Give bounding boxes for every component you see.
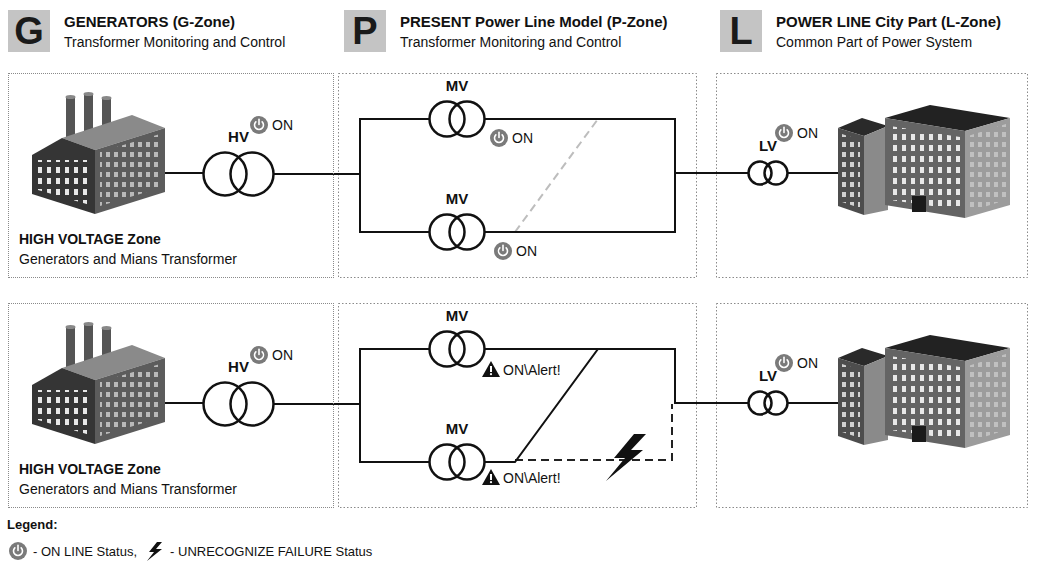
transformer: LV bbox=[746, 367, 790, 417]
zone-panel: HIGH VOLTAGE ZoneGenerators and Mians Tr… bbox=[8, 303, 334, 508]
power-line bbox=[274, 119, 429, 174]
zone-letter-box: LPOWER LINE City Part (L-Zone)Common Par… bbox=[720, 10, 762, 52]
status-label: ON bbox=[271, 347, 294, 363]
legend-swatch bbox=[8, 540, 28, 562]
online-icon bbox=[250, 116, 268, 134]
zone-heading: HIGH VOLTAGE Zone bbox=[19, 461, 161, 477]
transformer-label: LV bbox=[736, 367, 800, 385]
online-icon bbox=[775, 124, 793, 142]
zone-panel: HIGH VOLTAGE ZoneGenerators and Mians Tr… bbox=[8, 73, 334, 278]
transformer-symbol bbox=[427, 212, 487, 252]
zone-title: PRESENT Power Line Model (P-Zone) bbox=[400, 13, 668, 30]
transformer-symbol bbox=[746, 159, 790, 187]
legend-swatch bbox=[145, 540, 165, 562]
status-label: ON bbox=[515, 243, 538, 259]
online-icon bbox=[494, 242, 512, 260]
zone-title: GENERATORS (G-Zone) bbox=[64, 13, 235, 30]
zone-letter-box: GGENERATORS (G-Zone)Transformer Monitori… bbox=[8, 10, 50, 52]
transformer-symbol bbox=[427, 442, 487, 482]
online-icon bbox=[9, 542, 27, 560]
transformer-label: MV bbox=[417, 420, 497, 438]
online-icon bbox=[250, 346, 268, 364]
factory-illustration bbox=[32, 322, 203, 444]
failure-bolt bbox=[606, 434, 646, 481]
status-label: ON bbox=[271, 117, 294, 133]
factory-illustration bbox=[32, 92, 203, 214]
alert-icon bbox=[482, 361, 500, 377]
transformer-symbol bbox=[427, 99, 487, 139]
transformer: MV bbox=[427, 77, 487, 139]
status-label: ON\Alert! bbox=[502, 362, 562, 378]
status-label: ON bbox=[511, 130, 534, 146]
power-line bbox=[485, 349, 748, 462]
power-line bbox=[485, 119, 748, 173]
city-buildings bbox=[788, 335, 1010, 448]
power-line bbox=[485, 349, 748, 403]
transformer: MV bbox=[427, 307, 487, 369]
power-line bbox=[485, 173, 748, 232]
transformer-symbol bbox=[427, 329, 487, 369]
power-line bbox=[274, 349, 429, 404]
legend-text: - ON LINE Status, bbox=[33, 544, 137, 559]
transformer-symbol bbox=[746, 389, 790, 417]
transformer: MV bbox=[427, 190, 487, 252]
alert-icon bbox=[482, 469, 500, 485]
zone-panel bbox=[339, 74, 1028, 278]
status-label: ON bbox=[796, 125, 819, 141]
online-icon bbox=[775, 354, 793, 372]
zone-letter: G bbox=[8, 10, 50, 52]
zone-heading: HIGH VOLTAGE Zone bbox=[19, 231, 161, 247]
status-label: ON\Alert! bbox=[502, 470, 562, 486]
zone-letter-box: PPRESENT Power Line Model (P-Zone)Transf… bbox=[344, 10, 386, 52]
zone-subtitle: Transformer Monitoring and Control bbox=[64, 34, 285, 50]
power-line bbox=[274, 174, 429, 232]
status-label: ON bbox=[796, 355, 819, 371]
transformer-label: MV bbox=[417, 77, 497, 95]
legend: - ON LINE Status, - UNRECOGNIZE FAILURE S… bbox=[8, 540, 372, 562]
city-buildings bbox=[788, 105, 1010, 218]
zone-letter: L bbox=[720, 10, 762, 52]
zone-letter: P bbox=[344, 10, 386, 52]
transformer: HV bbox=[201, 128, 276, 198]
zone-description: Generators and Mians Transformer bbox=[19, 251, 237, 267]
transformer-label: LV bbox=[736, 137, 800, 155]
transformer-symbol bbox=[201, 150, 276, 198]
transformer: LV bbox=[746, 137, 790, 187]
zone-title: POWER LINE City Part (L-Zone) bbox=[776, 13, 1001, 30]
transformer-label: MV bbox=[417, 190, 497, 208]
failed-line bbox=[515, 404, 672, 460]
zone-subtitle: Transformer Monitoring and Control bbox=[400, 34, 621, 50]
legend-text: - UNRECOGNIZE FAILURE Status bbox=[170, 544, 372, 559]
transformer-label: MV bbox=[417, 307, 497, 325]
legend-title: Legend: bbox=[6, 517, 59, 533]
online-icon bbox=[490, 129, 508, 147]
zone-description: Generators and Mians Transformer bbox=[19, 481, 237, 497]
power-line bbox=[274, 404, 429, 462]
zone-subtitle: Common Part of Power System bbox=[776, 34, 972, 50]
transformer: HV bbox=[201, 358, 276, 428]
transformer-symbol bbox=[201, 380, 276, 428]
transformer: MV bbox=[427, 420, 487, 482]
zone-panel bbox=[339, 304, 1028, 508]
